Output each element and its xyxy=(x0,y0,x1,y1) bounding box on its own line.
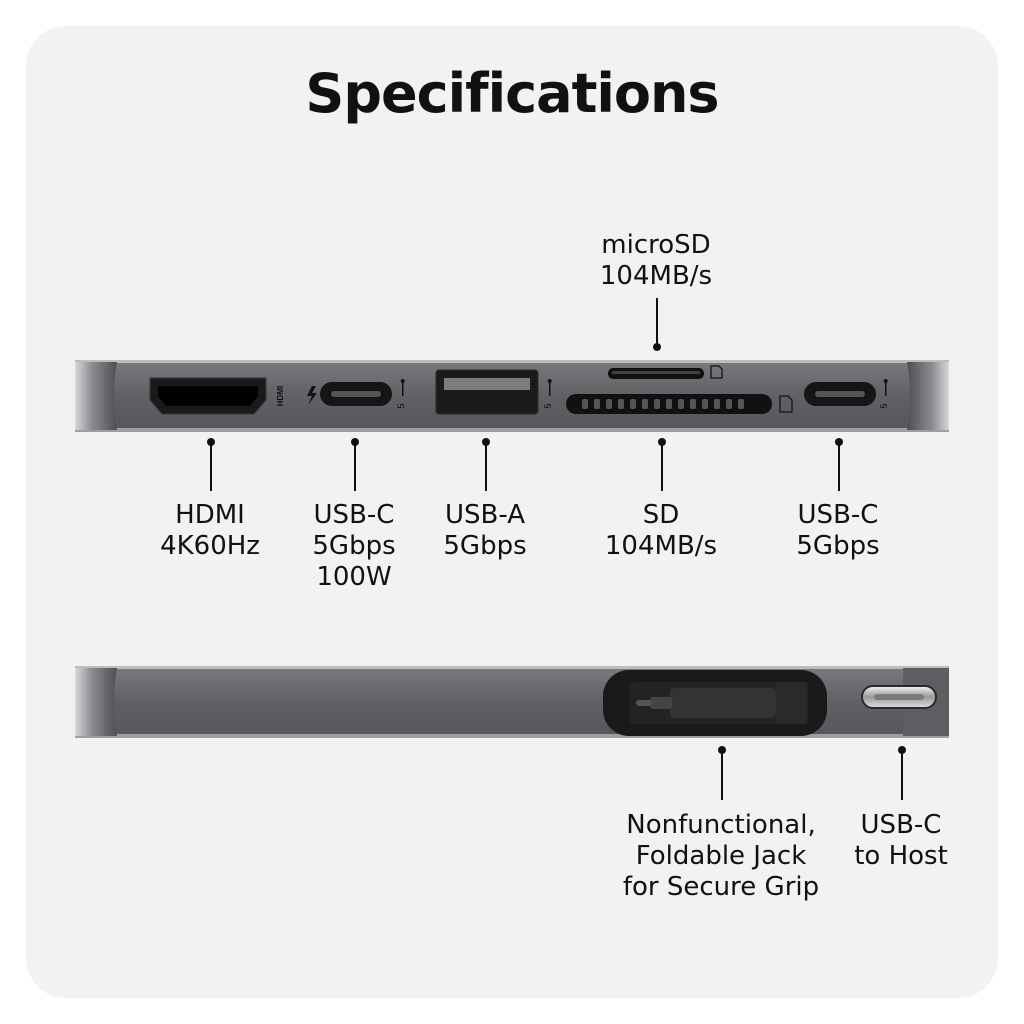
sd-leader xyxy=(661,442,663,491)
label-line: 5Gbps xyxy=(796,531,880,561)
usb-icon-1: 5 xyxy=(396,379,406,409)
label-line: 104MB/s xyxy=(604,531,718,561)
usb-c-1-leader xyxy=(354,442,356,491)
label-line: to Host xyxy=(854,841,948,871)
label-line: 5Gbps xyxy=(312,531,396,561)
usb-icon-3: 5 xyxy=(879,379,889,409)
usb-c-host-leader xyxy=(901,750,903,800)
microsd-leader xyxy=(656,298,658,346)
spec-card xyxy=(26,26,998,998)
hdmi-side-text: HDMI xyxy=(276,386,285,406)
microsd-icon xyxy=(710,365,723,379)
sd-icon xyxy=(779,395,793,413)
label-line: USB-C xyxy=(313,500,395,530)
usb-a-leader xyxy=(485,442,487,491)
label-line: for Secure Grip xyxy=(622,872,820,902)
label-usb-c-1: USB-C 5Gbps 100W xyxy=(294,500,414,593)
page-title: Specifications xyxy=(305,62,719,125)
hdmi-port xyxy=(149,377,267,415)
right-end-cap xyxy=(907,362,949,430)
usb-icon-2: 5 xyxy=(543,379,553,409)
label-line: USB-A xyxy=(445,500,525,530)
left-end-cap xyxy=(75,362,117,430)
svg-text:5: 5 xyxy=(879,403,889,408)
label-line: 4K60Hz xyxy=(160,531,260,561)
hdmi-leader xyxy=(210,442,212,491)
jack-leader xyxy=(721,750,723,800)
label-line: microSD xyxy=(601,230,711,260)
top-hub: HDMI 5 5 xyxy=(75,360,949,432)
label-usb-c-host: USB-C to Host xyxy=(846,810,956,872)
label-microsd: microSD 104MB/s xyxy=(576,230,736,292)
label-line: HDMI xyxy=(175,500,245,530)
label-line: Foldable Jack xyxy=(635,841,807,871)
label-hdmi: HDMI 4K60Hz xyxy=(140,500,280,562)
bottom-hub xyxy=(75,666,949,738)
label-usb-c-2: USB-C 5Gbps xyxy=(778,500,898,562)
usb-a-port xyxy=(435,369,539,415)
bolt-icon xyxy=(307,386,317,405)
label-line: 100W xyxy=(316,562,392,592)
label-line: SD xyxy=(642,500,680,530)
label-line: USB-C xyxy=(797,500,879,530)
jack-icon xyxy=(636,700,652,706)
label-line: USB-C xyxy=(860,810,942,840)
label-sd: SD 104MB/s xyxy=(581,500,741,562)
microsd-dot xyxy=(653,343,661,351)
sd-slot-teeth xyxy=(582,399,744,409)
svg-text:5: 5 xyxy=(543,403,553,408)
usb-c-2-leader xyxy=(838,442,840,491)
svg-text:5: 5 xyxy=(396,403,406,408)
label-line: Nonfunctional, xyxy=(626,810,816,840)
label-jack: Nonfunctional, Foldable Jack for Secure … xyxy=(611,810,831,903)
label-usb-a: USB-A 5Gbps xyxy=(425,500,545,562)
label-line: 5Gbps xyxy=(443,531,527,561)
label-line: 104MB/s xyxy=(599,261,713,291)
